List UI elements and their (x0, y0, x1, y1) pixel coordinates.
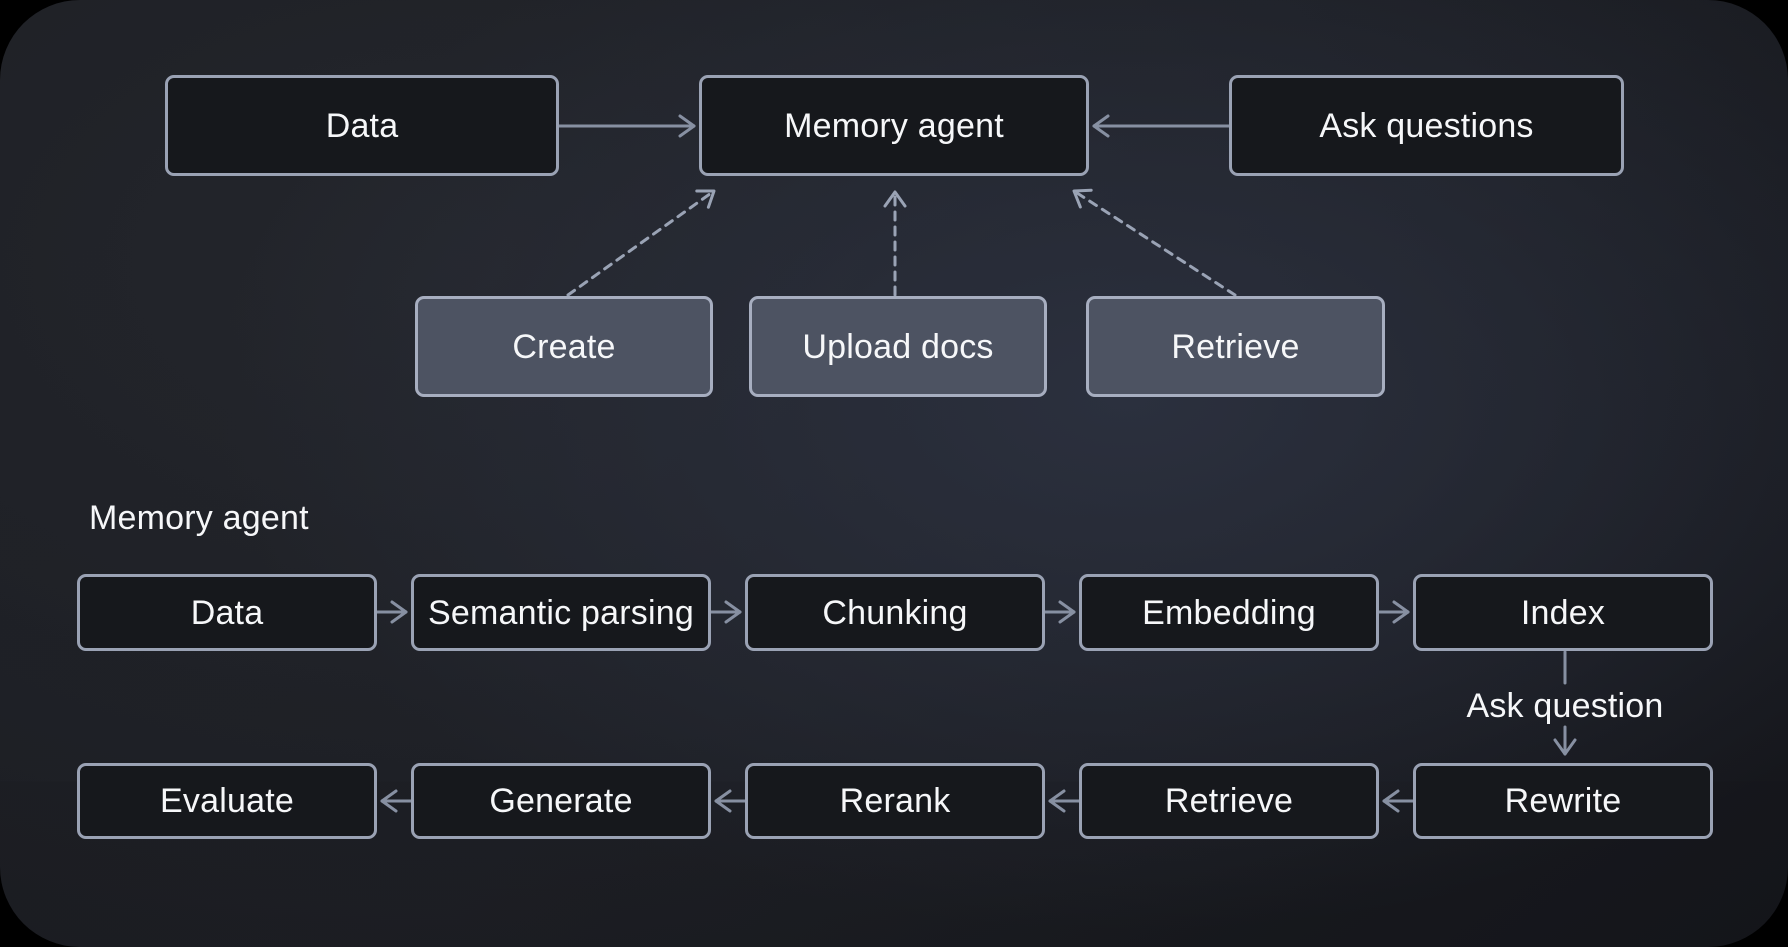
node-label: Rewrite (1504, 782, 1622, 820)
node-label: Generate (489, 782, 633, 820)
node-generate: Generate (411, 763, 711, 839)
node-label: Create (512, 327, 616, 366)
edge-label-ask-question: Ask question (1466, 687, 1664, 725)
node-label: Evaluate (160, 782, 294, 820)
node-data-source: Data (165, 75, 559, 176)
node-label: Semantic parsing (428, 593, 694, 632)
node-label: Data (190, 593, 264, 632)
node-embedding: Embedding (1079, 574, 1379, 651)
section-title-memory-agent: Memory agent (89, 499, 309, 537)
node-label: Memory agent (784, 106, 1004, 145)
node-ask-questions: Ask questions (1229, 75, 1624, 176)
node-label: Retrieve (1171, 327, 1300, 366)
dashed-arrow-create-to-memory-agent (566, 189, 716, 297)
node-pipeline-retrieve: Retrieve (1079, 763, 1379, 839)
node-memory-agent: Memory agent (699, 75, 1089, 176)
node-label: Data (325, 106, 399, 145)
dashed-arrow-retrieve-to-memory-agent (1072, 188, 1237, 297)
node-evaluate: Evaluate (77, 763, 377, 839)
node-rewrite: Rewrite (1413, 763, 1713, 839)
node-semantic-parsing: Semantic parsing (411, 574, 711, 651)
node-label: Retrieve (1164, 782, 1294, 820)
node-label: Upload docs (802, 327, 994, 366)
node-index: Index (1413, 574, 1713, 651)
node-label: Ask questions (1319, 106, 1534, 145)
node-label: Index (1520, 593, 1606, 632)
node-chunking: Chunking (745, 574, 1045, 651)
node-rerank: Rerank (745, 763, 1045, 839)
node-label: Embedding (1142, 593, 1316, 632)
node-create-action: Create (415, 296, 713, 397)
node-label: Rerank (839, 782, 951, 820)
node-label: Chunking (822, 593, 968, 632)
node-retrieve-action: Retrieve (1086, 296, 1385, 397)
node-upload-docs-action: Upload docs (749, 296, 1047, 397)
node-pipeline-data: Data (77, 574, 377, 651)
